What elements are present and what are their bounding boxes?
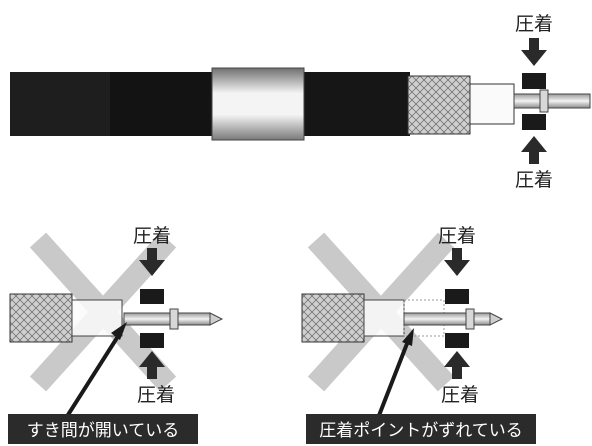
caption-box (306, 414, 536, 444)
caption-box (8, 414, 198, 444)
top-cable-diagram: 圧着 圧着 (10, 13, 591, 191)
down-arrow-icon (444, 248, 470, 276)
caption-text: 圧着ポイントがずれている (319, 421, 523, 441)
pin-tip (489, 312, 504, 326)
crimp-label-bottom: 圧着 (137, 384, 175, 406)
left-cable-diagram: 圧着 圧着 すき間が開いている (8, 225, 224, 444)
pointer-arrowhead (402, 328, 414, 346)
pin-tip (209, 312, 224, 326)
braid-shield (9, 293, 73, 343)
pointer-arrow (64, 328, 124, 420)
jacket-shade-1 (10, 72, 110, 136)
pin-collar (169, 308, 179, 330)
up-arrow-icon (444, 351, 470, 379)
pointer-arrowhead (111, 322, 127, 340)
crimp-block-top (140, 289, 164, 304)
caption-text: すき間が開いている (27, 421, 180, 441)
crimp-label-top: 圧着 (133, 225, 171, 247)
braid-shield (407, 75, 471, 135)
jacket-shade-2 (110, 72, 210, 136)
crimp-label-bottom: 圧着 (515, 169, 553, 191)
ferrule-sleeve (211, 67, 305, 141)
conductor-pin (403, 312, 491, 326)
down-arrow-icon (521, 38, 547, 66)
pin-collar (539, 89, 549, 113)
conductor-pin (123, 312, 211, 326)
right-cable-diagram: 圧着 圧着 圧着ポイントがずれている (301, 225, 536, 444)
crimp-block-top (522, 73, 546, 89)
dielectric-insulator (363, 299, 405, 337)
crimp-label-bottom: 圧着 (441, 384, 479, 406)
crimp-block-bottom (522, 114, 546, 130)
pointer-arrow (376, 335, 412, 419)
crimp-block-bottom (445, 333, 469, 348)
crimp-label-top: 圧着 (438, 225, 476, 247)
crimp-label-top: 圧着 (515, 13, 553, 35)
down-arrow-icon (139, 248, 165, 276)
crimp-block-bottom (140, 333, 164, 348)
conductor-pin (513, 93, 591, 109)
dielectric-insulator (469, 83, 515, 125)
pin-collar (465, 308, 475, 330)
crimp-block-top (445, 289, 469, 304)
up-arrow-icon (521, 136, 547, 164)
braid-shield (301, 293, 365, 343)
up-arrow-icon (139, 351, 165, 379)
dielectric-insulator (71, 299, 123, 337)
